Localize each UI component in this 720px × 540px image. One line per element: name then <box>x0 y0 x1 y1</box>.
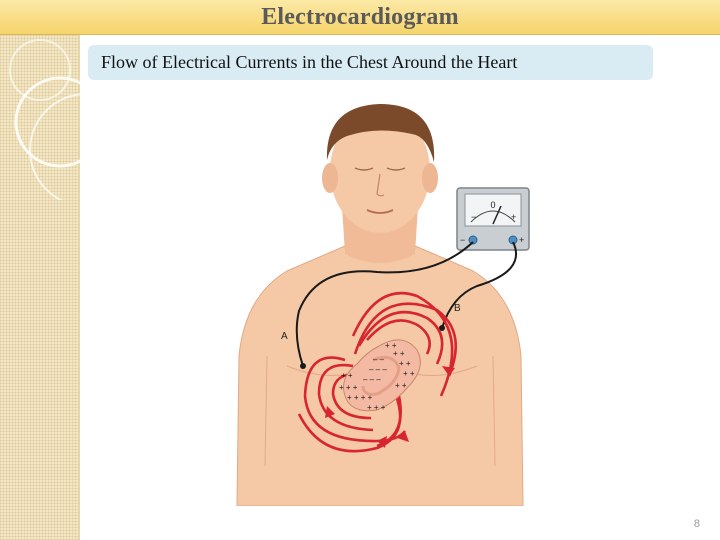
galvanometer: 0 − + − + <box>456 187 530 251</box>
page-number: 8 <box>693 518 700 530</box>
svg-text:+ +: + + <box>399 359 411 368</box>
svg-text:+ +: + + <box>403 369 415 378</box>
meter-minus: − <box>471 212 476 222</box>
svg-text:+ + + +: + + + + <box>347 393 373 402</box>
decorative-circles <box>9 39 120 200</box>
svg-text:+ +: + + <box>341 371 353 380</box>
chest-diagram: 0 − + − + A B <box>236 104 530 507</box>
head <box>330 109 430 233</box>
electrode-a <box>300 363 306 369</box>
svg-text:– –: – – <box>373 355 385 364</box>
svg-text:+ + +: + + + <box>367 403 386 412</box>
terminal-minus: − <box>460 235 465 245</box>
heart <box>343 339 421 412</box>
svg-text:– – –: – – – <box>369 365 387 374</box>
meter-reading: 0 <box>490 200 495 210</box>
lead-a-label: A <box>281 331 288 342</box>
left-decorative-strip <box>0 0 80 540</box>
slide-title: Electrocardiogram <box>261 3 459 30</box>
title-bar: Electrocardiogram <box>0 0 720 35</box>
ecg-chest-illustration: 0 − + − + A B <box>227 96 533 507</box>
svg-text:+ +: + + <box>395 381 407 390</box>
wire-a <box>295 241 474 367</box>
slide-subtitle: Flow of Electrical Currents in the Chest… <box>101 52 518 72</box>
hair <box>326 104 435 162</box>
svg-text:+ + +: + + + <box>339 383 358 392</box>
current-flow-arrows <box>297 291 457 453</box>
lead-b-label: B <box>454 303 461 314</box>
svg-text:+ +: + + <box>393 349 405 358</box>
svg-text:+ +: + + <box>385 341 397 350</box>
meter-plus-scale: + <box>511 212 516 222</box>
charge-signs: + + + + + + + + + + + + + + + + + + + + … <box>339 341 415 412</box>
wire-b <box>441 241 518 329</box>
terminal-plus: + <box>519 235 524 245</box>
arrowheads <box>325 366 455 448</box>
subtitle-box: Flow of Electrical Currents in the Chest… <box>88 45 653 80</box>
svg-text:– – –: – – – <box>363 375 381 384</box>
electrode-b <box>439 325 445 331</box>
